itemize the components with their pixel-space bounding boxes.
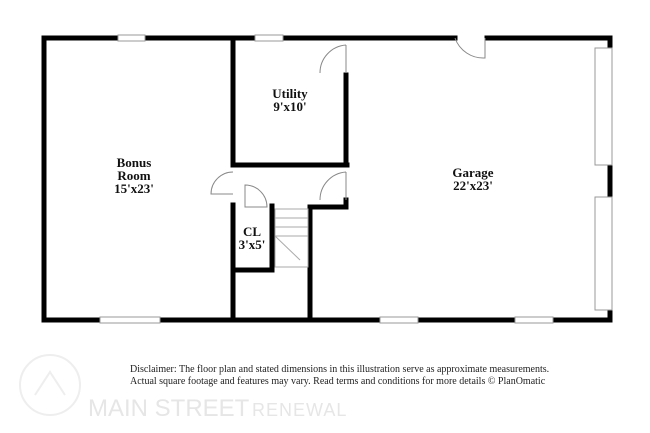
closet-label: CL bbox=[243, 224, 261, 239]
utility-dims: 9'x10' bbox=[273, 99, 306, 114]
disclaimer-line2: Actual square footage and features may v… bbox=[130, 376, 546, 387]
closet-dims: 3'x5' bbox=[239, 237, 266, 252]
stairs bbox=[274, 208, 309, 268]
watermark-line1: MAIN STREET bbox=[88, 395, 250, 422]
garage-dims: 22'x23' bbox=[453, 178, 493, 193]
disclaimer: Disclaimer: The floor plan and stated di… bbox=[130, 364, 549, 388]
doors bbox=[210, 37, 486, 208]
bonus-room-dims: 15'x23' bbox=[114, 181, 154, 196]
watermark-logo-icon bbox=[19, 354, 81, 416]
disclaimer-line1: Disclaimer: The floor plan and stated di… bbox=[130, 364, 550, 375]
bonus-room-label: Bonus bbox=[117, 155, 152, 170]
walls bbox=[41, 35, 613, 323]
windows bbox=[99, 34, 613, 324]
utility-label: Utility bbox=[272, 86, 308, 101]
watermark-line2: RENEWAL bbox=[252, 400, 348, 420]
bonus-room-label-2: Room bbox=[117, 168, 150, 183]
garage-label: Garage bbox=[452, 165, 493, 180]
